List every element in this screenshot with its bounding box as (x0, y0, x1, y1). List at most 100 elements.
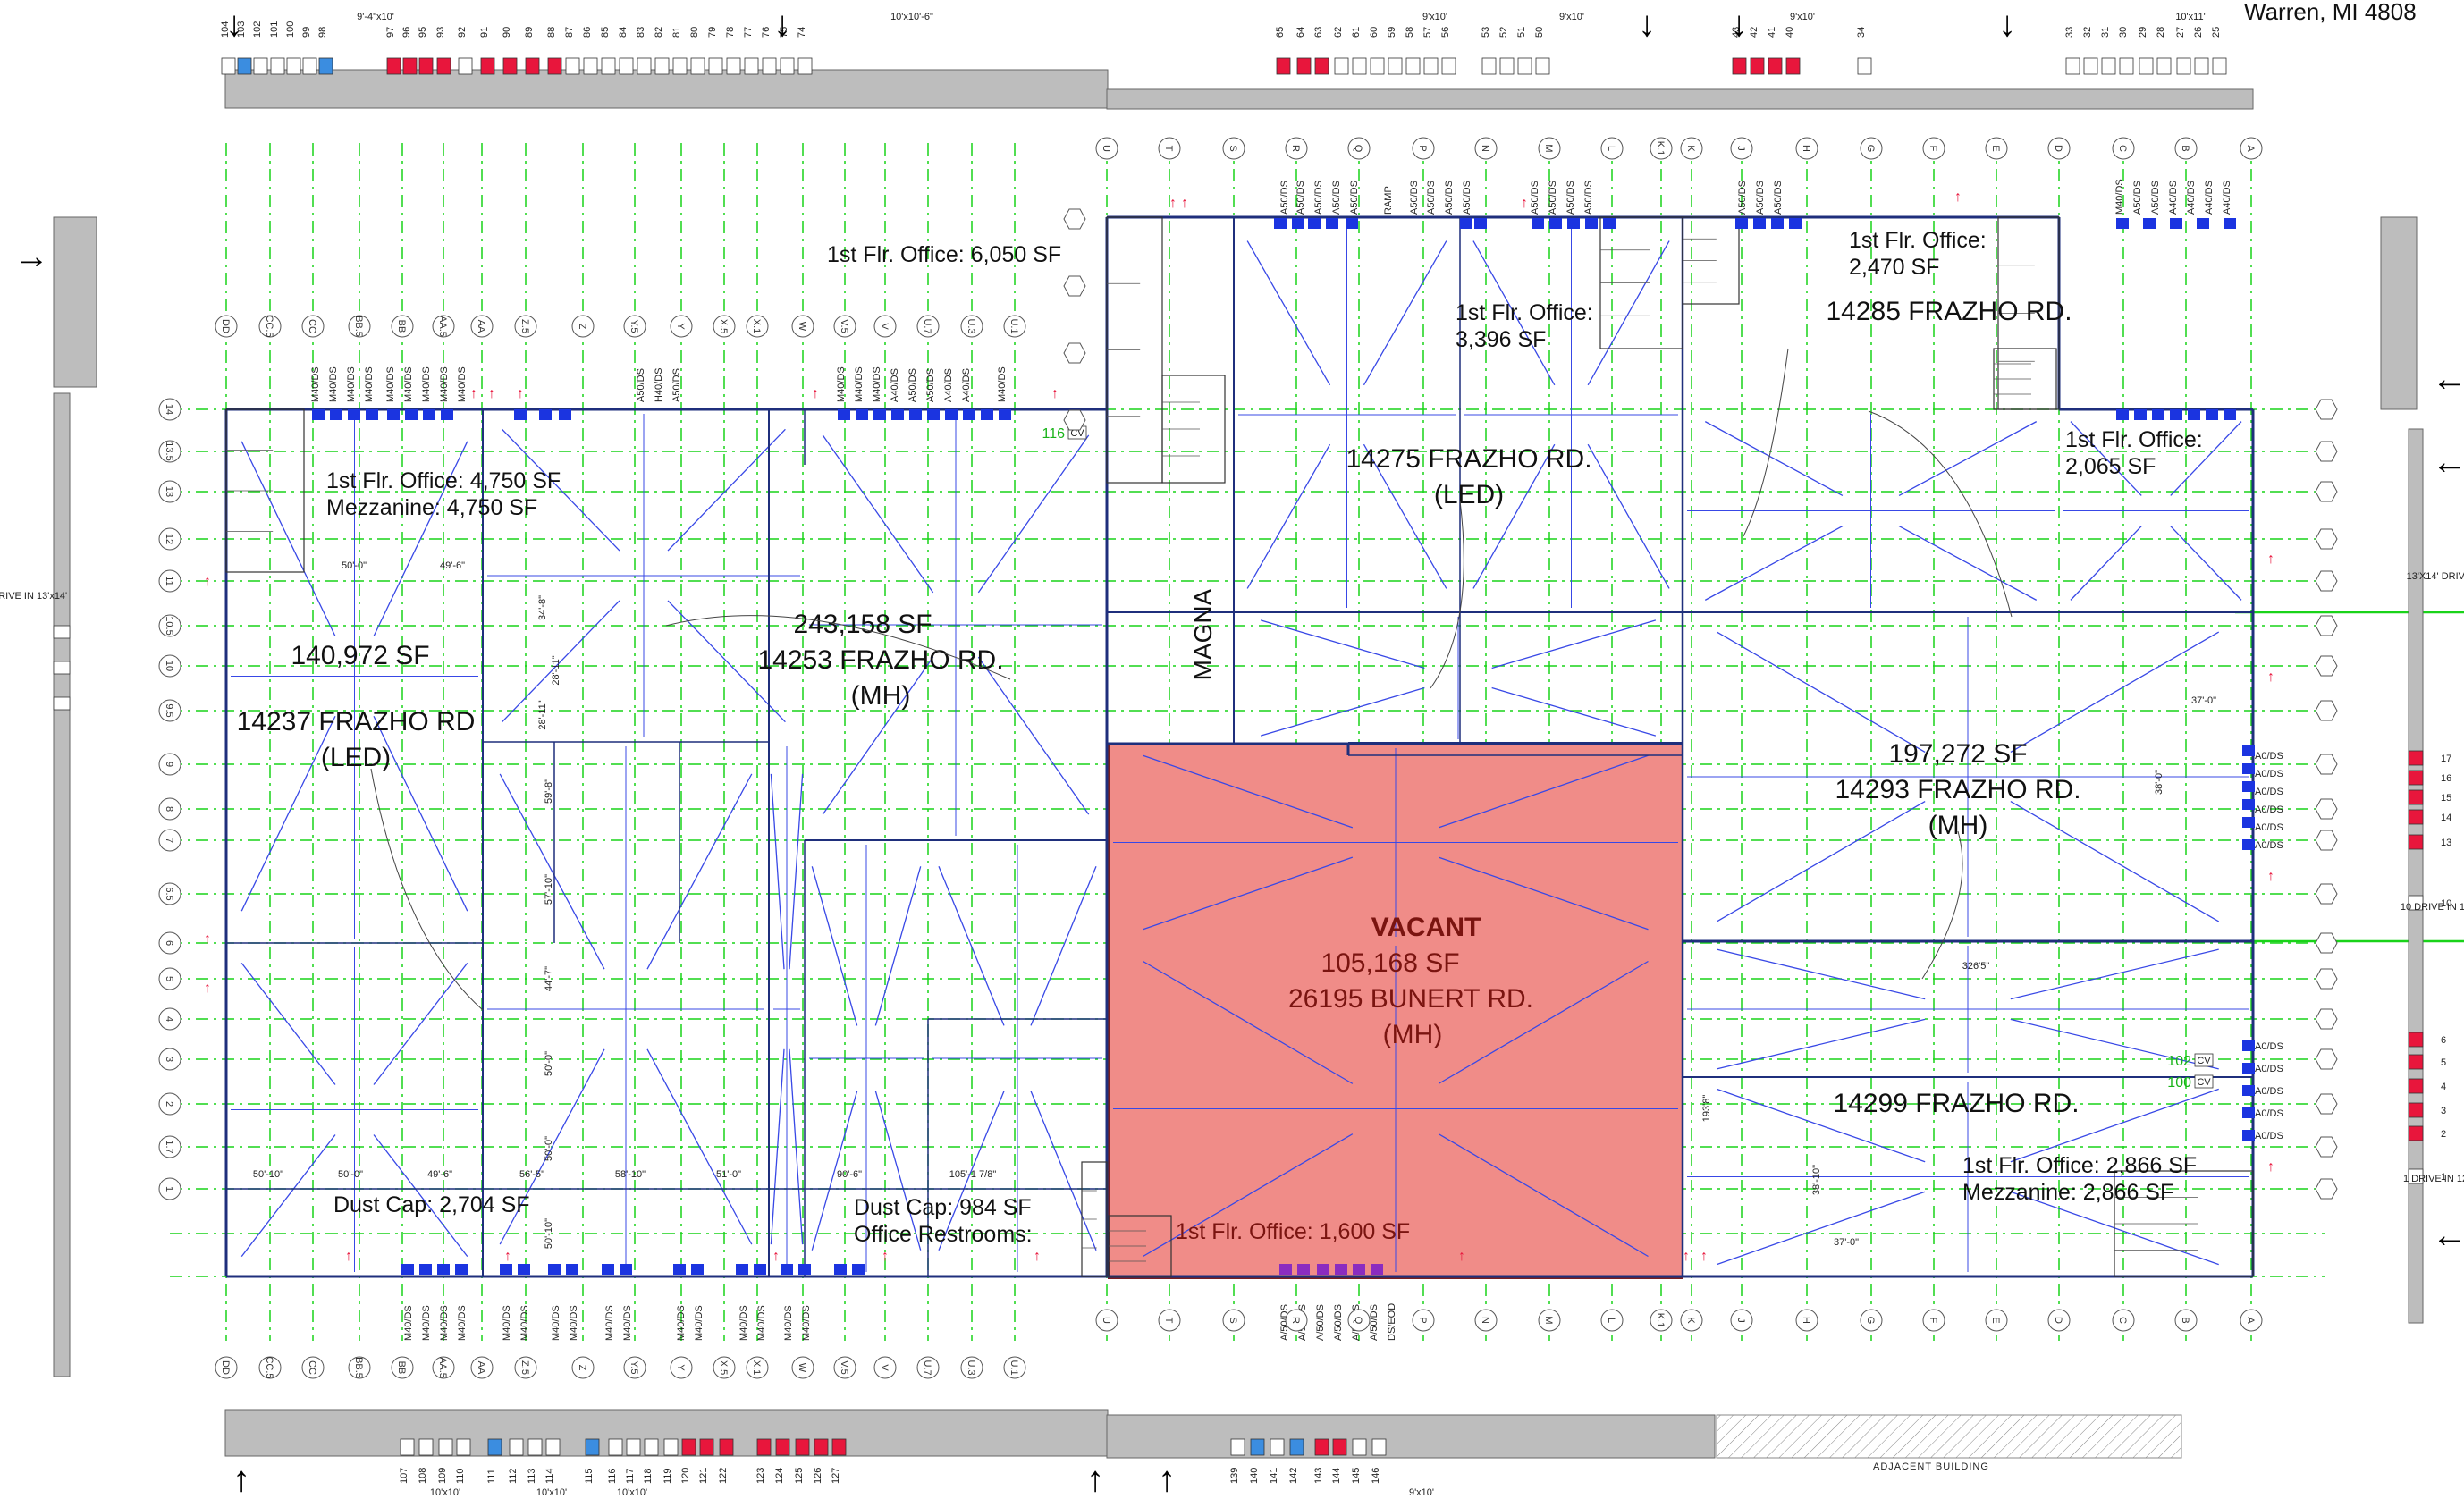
dock-door[interactable] (548, 1264, 561, 1275)
space-26195[interactable]: VACANT 105,168 SF 26195 BUNERT RD. (MH) … (1176, 913, 1533, 1244)
door-top[interactable] (708, 57, 723, 75)
door-east[interactable] (2408, 1078, 2424, 1094)
space-14285[interactable]: 1st Flr. Office: 2,470 SF 14285 FRAZHO R… (1826, 228, 2202, 479)
dock-door[interactable] (2224, 409, 2236, 420)
door-top[interactable] (1732, 57, 1747, 75)
door-top[interactable] (1535, 57, 1550, 75)
door-top[interactable] (286, 57, 301, 75)
door-bottom[interactable] (1289, 1438, 1304, 1456)
door-east[interactable] (2408, 750, 2424, 766)
door-top[interactable] (726, 57, 741, 75)
door-top[interactable] (1423, 57, 1439, 75)
door-bottom[interactable] (1371, 1438, 1387, 1456)
door-bottom[interactable] (831, 1438, 847, 1456)
dock-door[interactable] (1335, 1264, 1347, 1275)
door-top[interactable] (270, 57, 285, 75)
door-bottom[interactable] (756, 1438, 772, 1456)
door-top[interactable] (1314, 57, 1329, 75)
door-east[interactable] (2408, 834, 2424, 850)
door-bottom[interactable] (400, 1438, 415, 1456)
door-west[interactable] (53, 696, 71, 711)
door-top[interactable] (1441, 57, 1456, 75)
door-west[interactable] (53, 661, 71, 675)
door-bottom[interactable] (418, 1438, 434, 1456)
door-bottom[interactable] (608, 1438, 623, 1456)
dock-door[interactable] (2206, 409, 2218, 420)
door-top[interactable] (1388, 57, 1403, 75)
dock-door[interactable] (2188, 409, 2200, 420)
dock-door[interactable] (2242, 1063, 2255, 1074)
dock-door[interactable] (798, 1264, 811, 1275)
space-14293[interactable]: 197,272 SF 14293 FRAZHO RD. (MH) (1835, 739, 2080, 840)
door-top[interactable] (221, 57, 236, 75)
dock-door[interactable] (518, 1264, 530, 1275)
dock-door[interactable] (1567, 218, 1580, 229)
dock-door[interactable] (455, 1264, 468, 1275)
dock-door[interactable] (2170, 409, 2182, 420)
dock-door[interactable] (1474, 218, 1487, 229)
dock-door[interactable] (1279, 1264, 1292, 1275)
dock-door[interactable] (736, 1264, 748, 1275)
door-bottom[interactable] (1314, 1438, 1329, 1456)
dock-door[interactable] (2242, 817, 2255, 828)
door-top[interactable] (1334, 57, 1349, 75)
dock-door[interactable] (1326, 218, 1338, 229)
door-top[interactable] (1750, 57, 1765, 75)
dock-door[interactable] (1371, 1264, 1383, 1275)
door-top[interactable] (402, 57, 418, 75)
door-top[interactable] (1296, 57, 1312, 75)
dock-door[interactable] (2242, 745, 2255, 756)
door-bottom[interactable] (795, 1438, 810, 1456)
door-bottom[interactable] (681, 1438, 696, 1456)
dock-door[interactable] (834, 1264, 847, 1275)
door-bottom[interactable] (545, 1438, 561, 1456)
dock-door[interactable] (1603, 218, 1616, 229)
door-top[interactable] (2119, 57, 2134, 75)
door-top[interactable] (2139, 57, 2154, 75)
door-top[interactable] (1768, 57, 1783, 75)
dock-door[interactable] (1353, 1264, 1365, 1275)
dock-door[interactable] (500, 1264, 512, 1275)
door-top[interactable] (2176, 57, 2191, 75)
door-east[interactable] (2408, 789, 2424, 805)
dock-door[interactable] (1292, 218, 1304, 229)
door-top[interactable] (690, 57, 705, 75)
door-top[interactable] (654, 57, 670, 75)
door-top[interactable] (2156, 57, 2172, 75)
door-bottom[interactable] (487, 1438, 502, 1456)
dock-door[interactable] (2242, 763, 2255, 774)
dock-door[interactable] (1460, 218, 1472, 229)
door-bottom[interactable] (1250, 1438, 1265, 1456)
door-top[interactable] (1405, 57, 1421, 75)
dock-door[interactable] (673, 1264, 686, 1275)
dock-door[interactable] (2116, 218, 2129, 229)
dock-door[interactable] (2134, 409, 2147, 420)
door-east[interactable] (2408, 770, 2424, 786)
dock-door[interactable] (1789, 218, 1802, 229)
door-top[interactable] (2194, 57, 2209, 75)
dock-door[interactable] (437, 1264, 450, 1275)
door-top[interactable] (672, 57, 688, 75)
dock-door[interactable] (963, 409, 975, 420)
dock-door[interactable] (838, 409, 850, 420)
dock-door[interactable] (945, 409, 958, 420)
dock-door[interactable] (620, 1264, 632, 1275)
door-east[interactable] (2408, 1102, 2424, 1118)
door-top[interactable] (744, 57, 759, 75)
dock-door[interactable] (602, 1264, 614, 1275)
door-bottom[interactable] (509, 1438, 524, 1456)
dock-door[interactable] (1735, 218, 1748, 229)
dock-door[interactable] (441, 409, 453, 420)
door-top[interactable] (418, 57, 434, 75)
door-top[interactable] (583, 57, 598, 75)
dock-door[interactable] (1585, 218, 1598, 229)
door-east[interactable] (2408, 895, 2424, 911)
door-west[interactable] (53, 625, 71, 639)
dock-door[interactable] (852, 1264, 865, 1275)
door-bottom[interactable] (585, 1438, 600, 1456)
dock-door[interactable] (2242, 781, 2255, 792)
dock-door[interactable] (348, 409, 360, 420)
space-14275[interactable]: 1st Flr. Office: 3,396 SF 14275 FRAZHO R… (1346, 300, 1592, 509)
door-top[interactable] (637, 57, 652, 75)
dock-door[interactable] (559, 409, 571, 420)
